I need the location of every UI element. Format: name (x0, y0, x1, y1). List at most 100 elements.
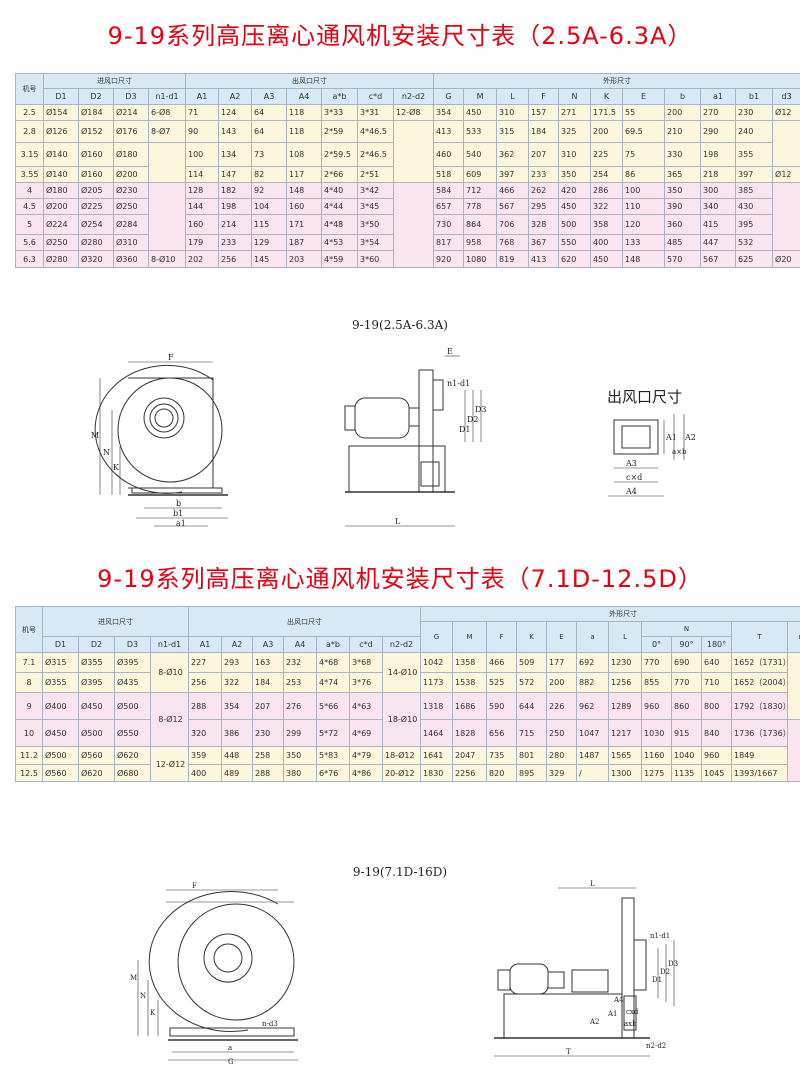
col-header: D3 (113, 88, 149, 105)
table-cell: 315 (496, 120, 530, 143)
table-cell: Ø205 (78, 182, 114, 199)
table-cell: 1393/1667 (731, 764, 789, 782)
table-cell: 706 (496, 214, 530, 235)
table-cell: 4*59 (321, 250, 358, 268)
col-header: A4 (286, 88, 322, 105)
table-cell: 4*68 (316, 652, 350, 673)
table-cell: Ø400 (42, 692, 79, 720)
table-cell: 145 (251, 250, 287, 268)
table-cell: 609 (463, 166, 498, 183)
table-cell: 129 (251, 234, 287, 251)
table-cell: 8-Ø12 (150, 692, 189, 747)
dim-label: n1-d1 (447, 379, 470, 388)
table-cell: 397 (496, 166, 530, 183)
table-cell: 855 (641, 672, 673, 693)
table-cell: 354 (221, 692, 253, 720)
table-cell: Ø395 (114, 652, 151, 673)
table-cell: Ø395 (78, 672, 115, 693)
table-cell: 358 (590, 214, 624, 235)
dim-label: D3 (475, 405, 487, 414)
table-cell: Ø160 (78, 142, 114, 167)
table-cell: 340 (700, 198, 737, 215)
table-cell: 817 (433, 234, 465, 251)
table-cell: Ø230 (113, 182, 149, 199)
table-cell: 1652（2004） (731, 672, 789, 693)
col-header: 0° (641, 636, 673, 653)
table-cell: 293 (221, 652, 253, 673)
table-cell: 254 (590, 166, 624, 183)
outlet-group-header: 出风口尺寸 (184, 73, 435, 89)
col-header: b1 (735, 88, 774, 105)
table-cell: 395 (735, 214, 774, 235)
table-cell: 882 (576, 672, 610, 693)
table-cell: 92 (251, 182, 287, 199)
col-header: M (463, 88, 498, 105)
table-cell: Ø140 (43, 166, 79, 183)
col-header: n1-d1 (148, 88, 186, 105)
table-cell: 271 (558, 104, 592, 121)
table-cell: 147 (218, 166, 252, 183)
table-cell: 115 (251, 214, 287, 235)
table-cell: 380 (283, 764, 317, 782)
table-cell: 280 (546, 746, 578, 765)
dim-label: T (566, 1048, 571, 1056)
table-cell: 1030 (641, 719, 673, 747)
table-cell: 860 (671, 692, 703, 720)
table-cell: 3*31 (357, 104, 394, 121)
table-cell: Ø284 (113, 214, 149, 235)
table-cell: 1686 (452, 692, 488, 720)
table-cell: 290 (700, 120, 737, 143)
dim-label: A1 (607, 1010, 618, 1018)
table-cell: Ø550 (114, 719, 151, 747)
table-cell: 69.5 (622, 120, 666, 143)
table-cell: 801 (516, 746, 548, 765)
table-cell: 1487 (576, 746, 610, 765)
table-cell: 1652（1731） (731, 652, 789, 673)
inlet-group-header: 进风口尺寸 (42, 606, 189, 637)
table-cell: 367 (528, 234, 560, 251)
table-cell: 2*59.5 (321, 142, 358, 167)
table-cell: 177 (546, 652, 578, 673)
table-cell: 960 (701, 746, 733, 765)
dim-label: D2 (660, 968, 670, 976)
table-cell: 1275 (641, 764, 673, 782)
table-cell: 550 (558, 234, 592, 251)
table-cell: 3*45 (357, 198, 394, 215)
col-header: T (731, 621, 789, 653)
table-cell: 4*48 (321, 214, 358, 235)
table-cell: 171 (286, 214, 322, 235)
col-header: 90° (671, 636, 703, 653)
table-cell: 118 (286, 104, 322, 121)
table-cell: Ø355 (42, 672, 79, 693)
dim-label: M (130, 974, 137, 982)
table-cell: 386 (221, 719, 253, 747)
table-cell: Ø560 (78, 746, 115, 765)
table-cell: 415 (700, 214, 737, 235)
table-cell: 567 (700, 250, 737, 268)
table-cell: 8 (15, 672, 43, 693)
table-cell: 233 (218, 234, 252, 251)
table-cell: Ø126 (43, 120, 79, 143)
table-cell: 958 (463, 234, 498, 251)
table-cell: 200 (590, 120, 624, 143)
col-header: M (452, 621, 488, 653)
table-cell: 1830 (420, 764, 454, 782)
table-cell: 4*74 (316, 672, 350, 693)
table-cell: 820 (486, 764, 518, 782)
table-cell: 182 (218, 182, 252, 199)
table-cell: 214 (218, 214, 252, 235)
machine-header: 机号 (15, 73, 44, 105)
table-cell: 11.2 (15, 746, 43, 765)
dim-label: L (590, 880, 595, 888)
dim-label: F (192, 882, 197, 890)
dim-label: A2 (589, 1018, 600, 1026)
col-header: a (576, 621, 610, 653)
table-cell: 225 (590, 142, 624, 167)
table-cell: 1792（1830） (731, 692, 789, 720)
table-cell: 8-Ø7 (148, 120, 186, 143)
table-cell: 240 (735, 120, 774, 143)
dim-label: a (228, 1044, 232, 1052)
table-cell: 572 (516, 672, 548, 693)
table-cell: 160 (185, 214, 219, 235)
